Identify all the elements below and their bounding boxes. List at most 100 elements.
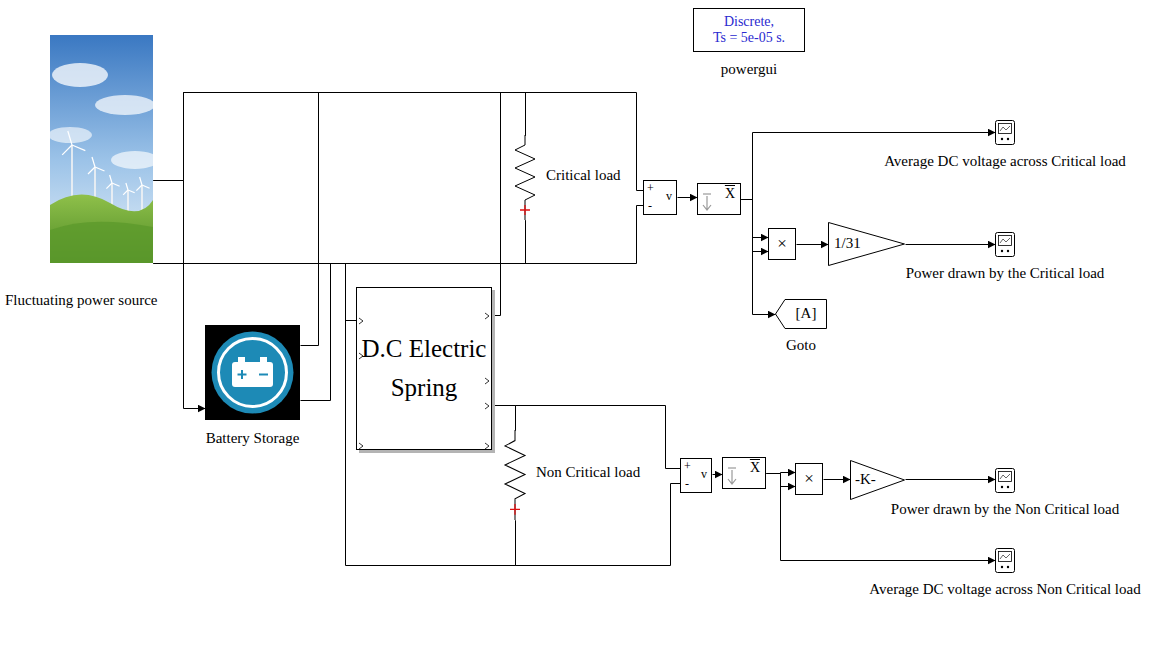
resistor-symbol xyxy=(510,135,540,220)
battery-cell xyxy=(232,362,273,387)
solver-text: Ts = 5e-05 s. xyxy=(713,30,785,46)
block-label: Non Critical load xyxy=(536,464,640,481)
polarity-mark xyxy=(510,504,520,515)
port-mark xyxy=(359,318,363,324)
port-mark xyxy=(485,313,489,319)
block-label: Average DC voltage across Non Critical l… xyxy=(869,581,1140,598)
block-label: Average DC voltage across Critical load xyxy=(884,153,1126,170)
turbine-blade xyxy=(140,177,142,185)
wire xyxy=(154,264,516,566)
hill xyxy=(50,222,153,263)
block-label: Goto xyxy=(786,337,816,354)
scope-knob xyxy=(1007,250,1009,252)
turbine-blade xyxy=(112,183,120,186)
scope-block: Average DC voltage across Critical load xyxy=(995,120,1015,145)
resistor-block: Critical load xyxy=(510,135,540,220)
mean-arrow xyxy=(703,196,711,210)
port-mark xyxy=(485,378,489,384)
gain-block: 1/31 xyxy=(828,222,905,266)
wire xyxy=(154,221,526,264)
resistor-block: Non Critical load xyxy=(500,430,530,520)
battery-block: Battery Storage xyxy=(205,325,300,420)
port-sign: + xyxy=(684,460,691,473)
scope-block: Average DC voltage across Non Critical l… xyxy=(995,548,1015,573)
wire xyxy=(767,474,796,487)
wire xyxy=(797,244,829,245)
wire xyxy=(526,93,644,191)
mean-block: X xyxy=(722,457,766,489)
wire xyxy=(154,181,206,409)
scope-knob xyxy=(1007,138,1009,140)
battery-plus xyxy=(238,370,247,379)
subsystem-name: D.C Electric Spring xyxy=(361,330,487,408)
product-block: × xyxy=(795,463,823,495)
turbine-blade xyxy=(110,175,112,183)
block-label: Power drawn by the Critical load xyxy=(906,265,1105,282)
port-sign: - xyxy=(648,200,652,213)
scope-icon xyxy=(995,120,1015,145)
port-sign: v xyxy=(701,468,707,481)
mean-icon xyxy=(698,184,742,216)
cloud xyxy=(111,151,159,169)
battery-ring xyxy=(219,339,287,407)
scope-knob xyxy=(1001,566,1003,568)
scope-block: Power drawn by the Critical load xyxy=(995,232,1015,257)
port-mark xyxy=(485,403,489,409)
wire xyxy=(906,479,996,480)
block-label: powergui xyxy=(721,61,777,78)
turbine-blade xyxy=(126,183,128,190)
battery-disc xyxy=(212,332,294,414)
wire xyxy=(516,406,681,469)
mean-symbol: X xyxy=(725,186,735,202)
turbine-blade xyxy=(68,131,72,145)
solver-text: Discrete, xyxy=(724,14,774,30)
turbine-blade xyxy=(142,185,150,188)
gain-value: -K- xyxy=(855,471,876,488)
scope-body xyxy=(996,549,1015,573)
product-sign: × xyxy=(804,470,814,488)
wire xyxy=(526,206,644,264)
scope-trace xyxy=(1000,238,1010,243)
turbine-blade xyxy=(72,145,85,151)
powergui-block: Discrete,Ts = 5e-05 s.powergui xyxy=(693,8,805,52)
mean-arrow xyxy=(728,470,736,484)
wire xyxy=(154,264,357,321)
mean-bar xyxy=(703,193,711,194)
voltage-sensor-block: +v- xyxy=(643,180,677,215)
scope-screen xyxy=(999,472,1012,482)
port-sign: - xyxy=(685,478,689,491)
goto-tag-name: [A] xyxy=(787,305,825,322)
port-sign: v xyxy=(666,190,672,203)
battery-minus xyxy=(259,374,268,376)
block-label: Power drawn by the Non Critical load xyxy=(891,501,1119,518)
wire xyxy=(906,244,996,245)
sky xyxy=(50,35,153,263)
turbine-blade xyxy=(123,190,128,195)
wire xyxy=(516,484,681,566)
voltage-sensor-block: + v- xyxy=(680,458,712,493)
scope-knob xyxy=(1001,486,1003,488)
turbine-blade xyxy=(62,145,72,155)
block-label: Critical load xyxy=(546,167,621,184)
wire xyxy=(713,474,723,475)
battery-terminal xyxy=(260,357,267,362)
gain-outline xyxy=(829,223,905,266)
wire xyxy=(824,479,851,480)
scope-screen xyxy=(999,552,1012,562)
scope-trace xyxy=(1000,126,1010,131)
scope-block: Power drawn by the Non Critical load xyxy=(995,468,1015,493)
cloud xyxy=(48,127,92,143)
scope-screen xyxy=(999,124,1012,134)
scope-icon xyxy=(995,548,1015,573)
port-mark xyxy=(485,443,489,449)
product-block: × xyxy=(768,228,796,260)
turbine-blade xyxy=(88,167,95,174)
scope-icon xyxy=(995,468,1015,493)
gain-block: -K- xyxy=(850,460,905,500)
mean-icon xyxy=(723,458,767,490)
mean-symbol: X xyxy=(750,460,760,476)
scope-body xyxy=(996,469,1015,493)
wire xyxy=(154,93,501,316)
